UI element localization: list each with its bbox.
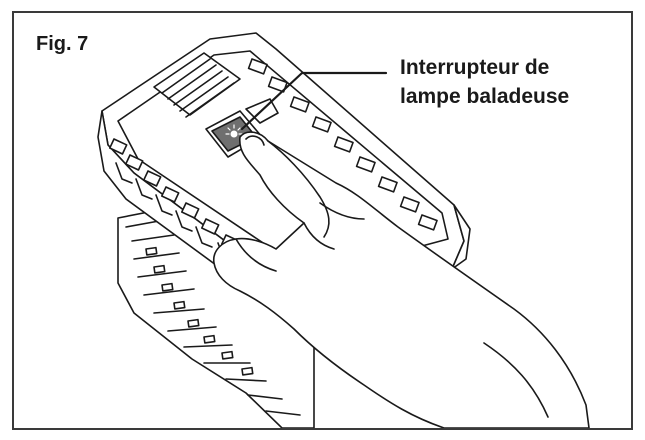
callout-line-2: lampe baladeuse (400, 85, 570, 108)
callout-leader (240, 71, 388, 131)
wrist-line (483, 342, 549, 418)
top-right-cells (247, 58, 438, 231)
upper-housing-right (451, 204, 471, 270)
lower-housing-ribs (131, 234, 301, 416)
figure-label: Fig. 7 (36, 33, 89, 55)
switch-callout: Interrupteur de lampe baladeuse (400, 53, 569, 111)
hand (212, 131, 590, 428)
knuckle-line-2 (303, 222, 335, 250)
vent-grille (153, 52, 241, 118)
figure-frame: Fig. 7 Interrupteur de lampe baladeuse (12, 11, 633, 430)
callout-line-1: Interrupteur de (400, 56, 550, 79)
battery-pack-illustration (97, 32, 590, 428)
thumb-crease (235, 238, 277, 272)
finger-nail (245, 135, 265, 146)
lower-housing-slots (145, 246, 254, 376)
index-finger-edge (267, 140, 330, 238)
knuckle-line (319, 202, 365, 220)
top-rim (117, 50, 449, 276)
